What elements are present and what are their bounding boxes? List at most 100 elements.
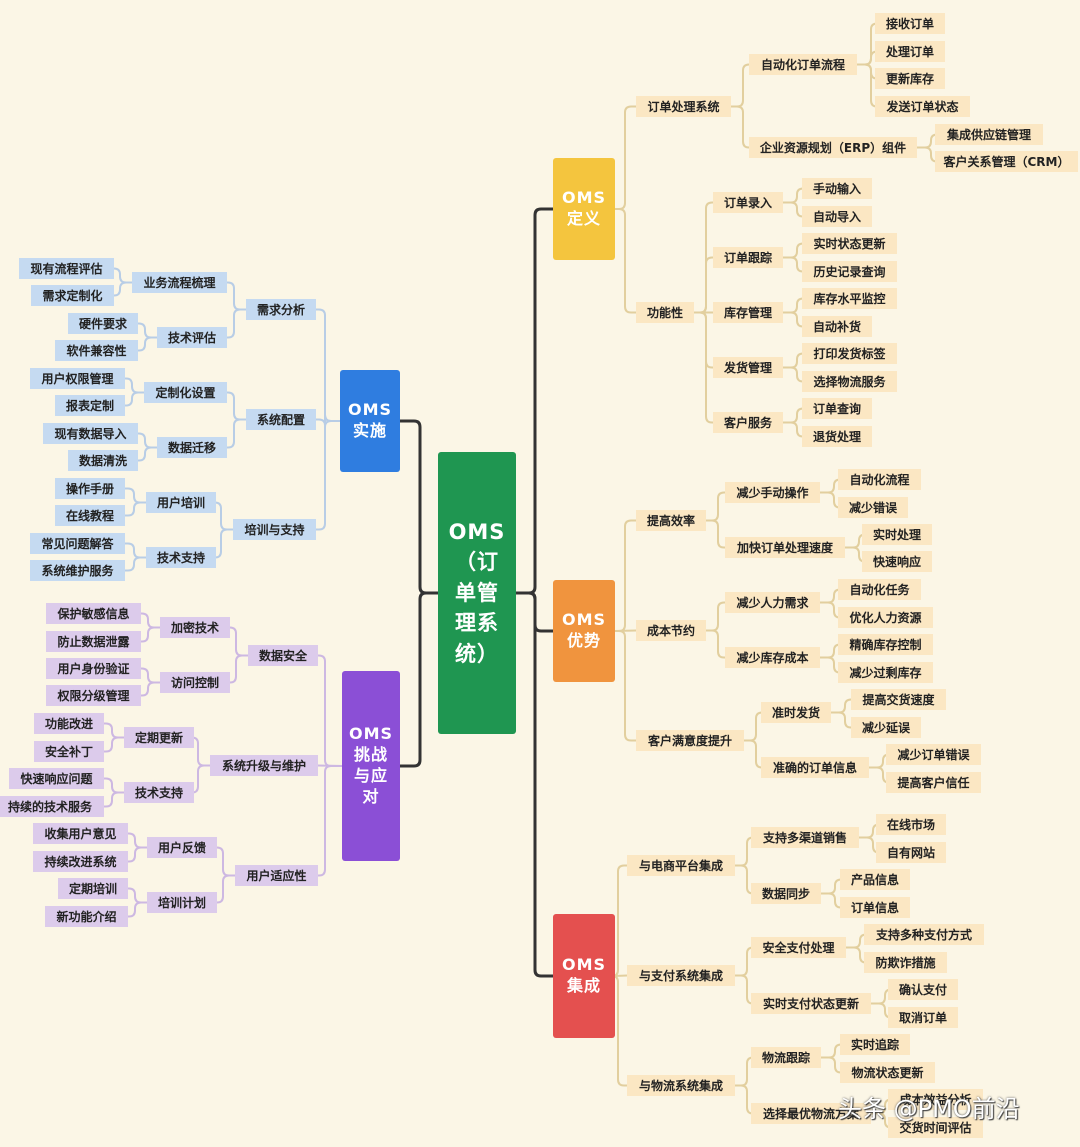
level2-node: 订单跟踪	[713, 247, 783, 268]
level2-node: 业务流程梳理	[132, 272, 227, 293]
connector-line	[783, 297, 804, 314]
level2-node: 减少人力需求	[725, 592, 820, 613]
connector-line	[820, 601, 841, 619]
level3-node: 实时处理	[862, 524, 932, 545]
connector-line	[125, 487, 146, 504]
connector-line	[735, 864, 754, 895]
connector-line	[128, 832, 147, 849]
connector-line	[400, 419, 438, 595]
connector-line	[227, 308, 246, 339]
level3-node: 取消订单	[888, 1007, 958, 1028]
connector-line	[191, 764, 210, 794]
connector-line	[191, 736, 210, 767]
level1-node: 订单处理系统	[636, 96, 731, 117]
level3-node: 提高客户信任	[886, 772, 981, 793]
level3-node: 用户权限管理	[30, 368, 125, 389]
connector-line	[731, 105, 750, 149]
connector-line	[821, 878, 842, 895]
level2-node: 加快订单处理速度	[725, 537, 845, 558]
connector-line	[820, 491, 841, 509]
level2-node: 减少手动操作	[725, 482, 820, 503]
connector-line	[141, 612, 160, 629]
connector-line	[735, 1084, 754, 1115]
level3-node: 防欺诈措施	[864, 952, 947, 973]
level3-node: 权限分级管理	[46, 685, 141, 706]
level3-node: 选择物流服务	[802, 371, 897, 392]
connector-line	[229, 654, 248, 684]
level2-node: 实时支付状态更新	[751, 993, 871, 1014]
connector-line	[141, 626, 160, 643]
level3-node: 系统维护服务	[30, 560, 125, 581]
connector-line	[706, 629, 725, 659]
connector-line	[615, 105, 636, 210]
connector-line	[216, 846, 235, 877]
connector-line	[783, 201, 804, 218]
level3-node: 成本效益分析	[888, 1089, 983, 1110]
level2-node: 发货管理	[713, 357, 783, 378]
connector-line	[783, 187, 804, 204]
level3-node: 新功能介绍	[45, 906, 128, 927]
connector-line	[125, 542, 146, 559]
level2-node: 订单录入	[713, 192, 783, 213]
connector-line	[917, 146, 938, 163]
level3-node: 自动化流程	[838, 469, 921, 490]
level3-node: 手动输入	[802, 178, 872, 199]
level3-node: 在线市场	[876, 814, 946, 835]
branch-oms-advantages: OMS优势	[553, 580, 615, 682]
connector-line	[214, 501, 233, 531]
connector-line	[128, 901, 147, 918]
connector-line	[113, 281, 132, 297]
connector-line	[316, 420, 340, 531]
level1-node: 培训与支持	[233, 519, 316, 540]
level3-node: 快速响应	[862, 551, 932, 572]
connector-line	[857, 22, 878, 66]
level2-node: 客户服务	[713, 412, 783, 433]
level2-node: 减少库存成本	[725, 647, 820, 668]
connector-line	[846, 933, 867, 949]
connector-line	[694, 311, 713, 369]
connector-line	[783, 256, 804, 273]
level1-node: 客户满意度提升	[636, 730, 744, 751]
connector-line	[744, 711, 763, 742]
level3-node: 现有数据导入	[43, 423, 138, 444]
level3-node: 实时状态更新	[802, 233, 897, 254]
connector-line	[227, 281, 246, 311]
connector-line	[516, 207, 553, 595]
level3-node: 交货时间评估	[888, 1117, 983, 1138]
level3-node: 报表定制	[55, 395, 125, 416]
connector-line	[694, 256, 713, 314]
connector-line	[735, 974, 754, 1005]
level3-node: 用户身份验证	[46, 658, 141, 679]
level3-node: 收集用户意见	[33, 823, 128, 844]
level1-node: 与物流系统集成	[627, 1075, 735, 1096]
connector-line	[706, 601, 725, 632]
connector-line	[820, 643, 841, 659]
level2-node: 用户反馈	[147, 837, 217, 858]
level3-node: 集成供应链管理	[935, 124, 1043, 145]
connector-line	[138, 446, 157, 462]
level1-node: 提高效率	[636, 510, 706, 531]
level2-node: 定期更新	[124, 727, 194, 748]
level2-node: 加密技术	[160, 617, 230, 638]
connector-line	[783, 421, 804, 438]
level2-node: 技术评估	[157, 327, 227, 348]
connector-line	[615, 630, 636, 742]
level3-node: 需求定制化	[31, 285, 114, 306]
connector-line	[125, 391, 144, 407]
level3-node: 在线教程	[55, 505, 125, 526]
connector-line	[706, 519, 725, 549]
level3-node: 优化人力资源	[838, 607, 933, 628]
branch-oms-definition: OMS定义	[553, 158, 615, 260]
level2-node: 培训计划	[147, 892, 217, 913]
level1-node: 与电商平台集成	[627, 855, 735, 876]
connector-line	[318, 765, 342, 877]
connector-line	[227, 391, 246, 421]
connector-line	[744, 739, 763, 769]
connector-line	[516, 591, 553, 978]
connector-line	[104, 777, 124, 794]
level2-node: 支持多渠道销售	[751, 827, 859, 848]
level3-node: 自动补货	[802, 316, 872, 337]
connector-line	[857, 63, 878, 80]
level2-node: 选择最优物流方案	[751, 1103, 871, 1124]
level3-node: 快速响应问题	[9, 768, 104, 789]
